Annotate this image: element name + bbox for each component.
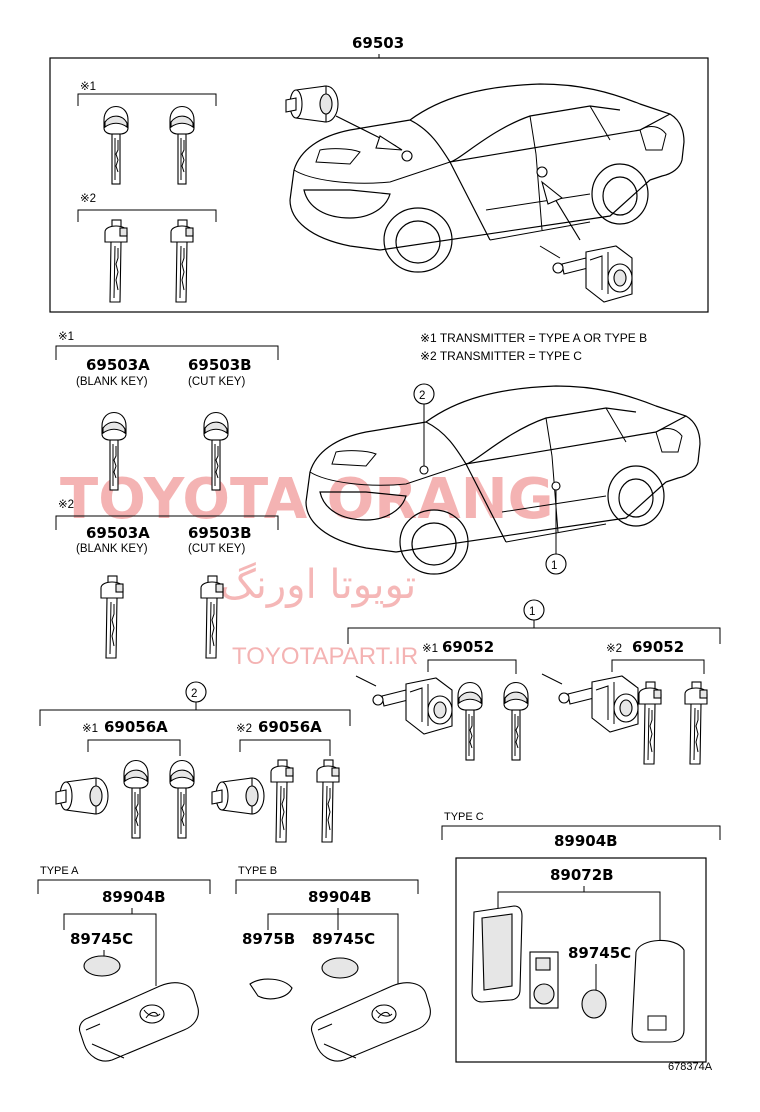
top-group2-label: ※2	[80, 193, 96, 205]
keys-group1-label: ※1	[58, 331, 74, 343]
type-a-title: TYPE A	[40, 865, 79, 877]
blank-key-desc: (BLANK KEY)	[76, 376, 148, 388]
watermark-url: TOYOTAPART.IR	[232, 643, 418, 670]
ignition-a-part: 69056A	[104, 718, 168, 736]
type-c-title: TYPE C	[444, 811, 484, 823]
key-icon	[170, 219, 194, 303]
cut-key-desc: (CUT KEY)	[188, 376, 245, 388]
door-lock-icon	[552, 245, 633, 303]
door-lock-icon	[372, 677, 453, 735]
door-lock-b-part: 69052	[632, 638, 684, 656]
key-icon	[684, 681, 708, 765]
keys-group2-label: ※2	[58, 499, 74, 511]
top-part-number: 69503	[352, 34, 404, 52]
blank-key-part-number: 69503A	[86, 356, 150, 374]
door-lock-b-mark: ※2	[606, 643, 622, 655]
top-assembly-box	[49, 57, 709, 313]
type-c-box	[455, 857, 707, 1063]
ignition-callout: 2	[191, 688, 197, 700]
transmitter-icon	[310, 982, 431, 1062]
note-2: ※2 TRANSMITTER = TYPE C	[420, 349, 582, 363]
type-b-assembly: 89904B	[308, 888, 372, 906]
key-icon	[104, 219, 128, 303]
key-icon	[103, 105, 129, 185]
type-a-assembly: 89904B	[102, 888, 166, 906]
type-b-title: TYPE B	[238, 865, 277, 877]
key-icon	[503, 681, 529, 761]
ignition-a-mark: ※1	[82, 723, 98, 735]
note-1: ※1 TRANSMITTER = TYPE A OR TYPE B	[420, 331, 647, 345]
key-icon	[270, 759, 294, 843]
key-icon	[638, 681, 662, 765]
key-icon	[316, 759, 340, 843]
cut-key-desc-2: (CUT KEY)	[188, 543, 245, 555]
cover-icon	[249, 978, 293, 1000]
car-illustration	[289, 83, 685, 273]
smart-key-icon	[631, 939, 685, 1043]
blank-key-part-number-2: 69503A	[86, 524, 150, 542]
ignition-b-part: 69056A	[258, 718, 322, 736]
battery-icon	[83, 955, 121, 977]
callout-circle	[545, 553, 567, 575]
door-lock-callout: 1	[529, 606, 535, 618]
key-icon	[169, 759, 195, 839]
top-group1-label: ※1	[80, 81, 96, 93]
blank-key-desc-2: (BLANK KEY)	[76, 543, 148, 555]
key-icon	[457, 681, 483, 761]
cut-key-part-number: 69503B	[188, 356, 252, 374]
watermark-persian: تویوتا اورنگ	[220, 562, 416, 608]
key-icon	[123, 759, 149, 839]
cut-key-part-number-2: 69503B	[188, 524, 252, 542]
battery-icon	[321, 957, 359, 979]
battery-icon	[581, 989, 607, 1019]
type-c-case: 89072B	[550, 866, 614, 884]
type-b-cover: 8975B	[242, 930, 295, 948]
ignition-cylinder-icon	[285, 85, 339, 123]
door-lock-a-part: 69052	[442, 638, 494, 656]
ignition-cylinder-icon	[55, 777, 109, 815]
type-a-battery: 89745C	[70, 930, 133, 948]
cut-key-icon-2	[200, 575, 224, 659]
blank-key-icon-2	[100, 575, 124, 659]
ignition-cylinder-icon	[211, 777, 265, 815]
type-c-assembly: 89904B	[554, 832, 618, 850]
transmitter-icon	[78, 982, 199, 1062]
key-icon	[169, 105, 195, 185]
type-c-battery: 89745C	[568, 944, 631, 962]
callout-1-label: 1	[551, 560, 557, 572]
door-lock-icon	[558, 675, 639, 733]
diagram-code: 678374A	[668, 1061, 713, 1073]
type-b-battery: 89745C	[312, 930, 375, 948]
door-lock-a-mark: ※1	[422, 643, 438, 655]
ignition-b-mark: ※2	[236, 723, 252, 735]
callout-2-label: 2	[419, 390, 425, 402]
